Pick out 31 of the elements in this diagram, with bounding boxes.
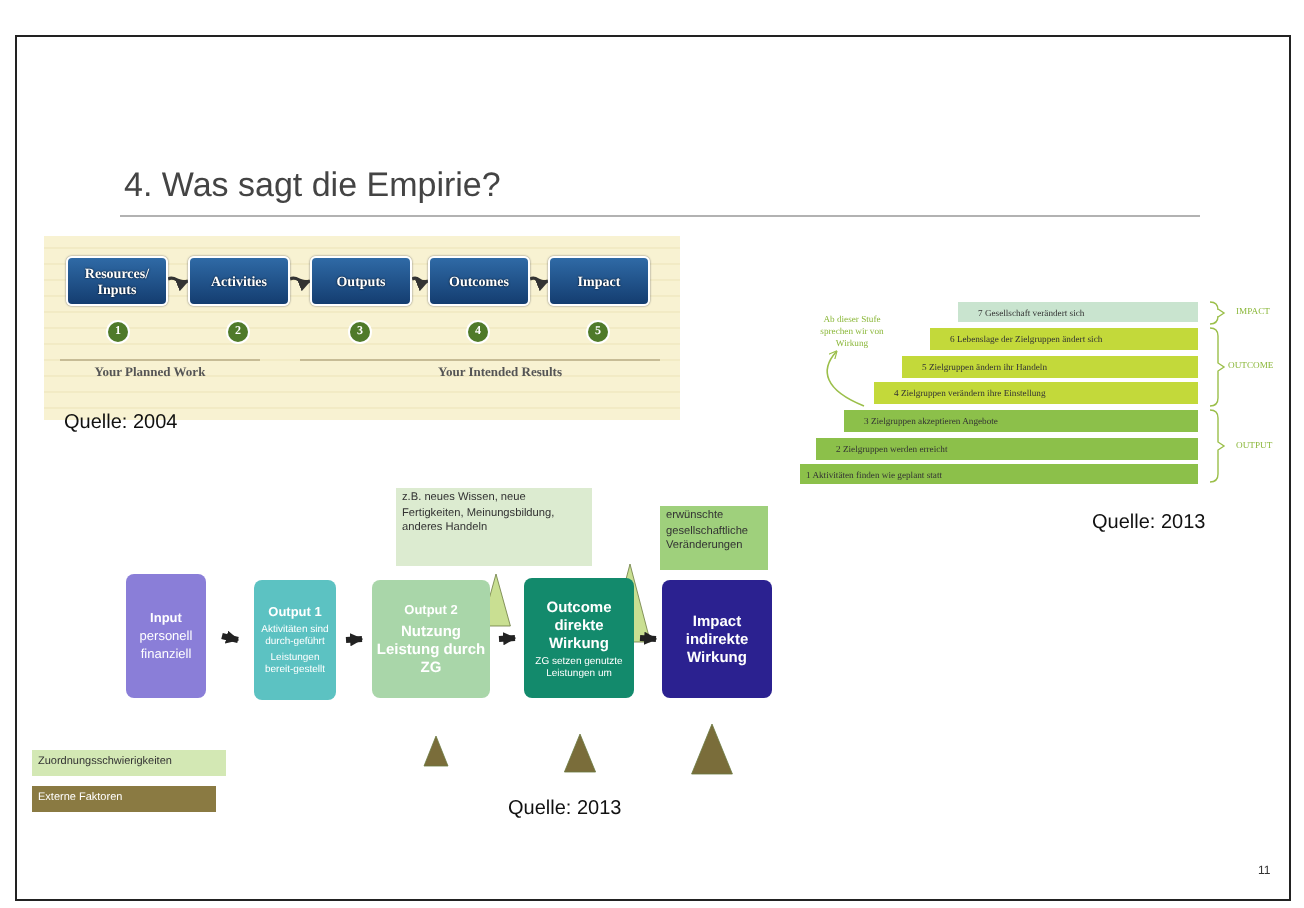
arrow <box>345 633 364 647</box>
process-box <box>428 256 530 306</box>
stair-step <box>958 302 1198 324</box>
stair-step <box>874 382 1198 406</box>
process-box <box>188 256 290 306</box>
stair-step <box>800 464 1198 486</box>
source-caption: Quelle: 2013 <box>1092 512 1206 534</box>
process-box <box>310 256 412 306</box>
process-box <box>66 256 168 306</box>
source-caption: Quelle: 2013 <box>508 798 622 820</box>
arrow <box>221 630 240 644</box>
process-box <box>662 580 772 698</box>
arrow <box>167 276 190 291</box>
stair-step <box>902 356 1198 380</box>
arrow <box>411 276 430 291</box>
process-box <box>254 580 336 700</box>
arrow <box>639 631 658 645</box>
note-box <box>396 488 592 566</box>
process-box <box>372 580 490 698</box>
arrow <box>498 632 517 646</box>
stair-step <box>844 410 1198 434</box>
process-box <box>548 256 650 306</box>
note-box <box>660 506 768 570</box>
stair-step <box>816 438 1198 462</box>
stair-step <box>930 328 1198 352</box>
slide-title: 4. Was sagt die Empirie? <box>124 166 501 206</box>
process-box <box>524 578 634 698</box>
arrow <box>529 276 550 291</box>
arrow <box>289 276 312 291</box>
process-box <box>126 574 206 698</box>
source-caption: Quelle: 2004 <box>64 412 178 434</box>
